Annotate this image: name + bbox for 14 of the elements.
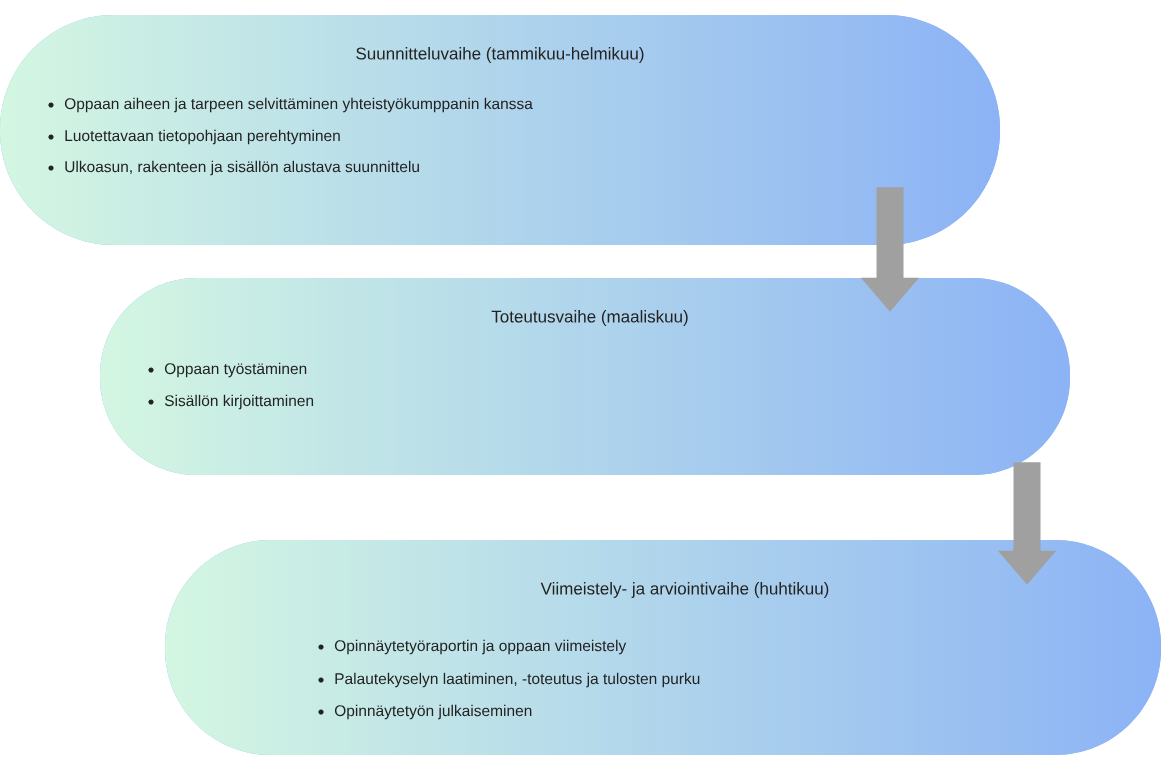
bullet-item: Opinnäytetyöraportin ja oppaan viimeistely xyxy=(334,639,627,655)
bullet-item: Palautekyselyn laatiminen, -toteutus ja tulosten purku xyxy=(335,672,700,688)
bullet-item: Opinnäytetyön julkaiseminen xyxy=(334,704,532,720)
phase-oval xyxy=(165,540,1161,755)
phase-heading: Viimeistely- ja arviointivaihe (huhtikuu) xyxy=(540,582,829,598)
bullet-item: Luotettavaan tietopohjaan perehtyminen xyxy=(65,129,340,145)
bullet-item: Sisällön kirjoittaminen xyxy=(164,394,314,410)
bullet-item: Ulkoasun, rakenteen ja sisällön alustava suunnittelu xyxy=(65,160,419,176)
phase-heading: Suunnitteluvaihe (tammikuu-helmikuu) xyxy=(356,47,644,63)
phase-oval xyxy=(100,278,1070,475)
phase-heading: Toteutusvaihe (maaliskuu) xyxy=(491,310,688,326)
bullet-item: Oppaan aiheen ja tarpeen selvittäminen yhteistyökumppanin kanssa xyxy=(64,97,533,113)
bullet-item: Oppaan työstäminen xyxy=(164,362,307,378)
phase-oval xyxy=(0,15,1000,245)
